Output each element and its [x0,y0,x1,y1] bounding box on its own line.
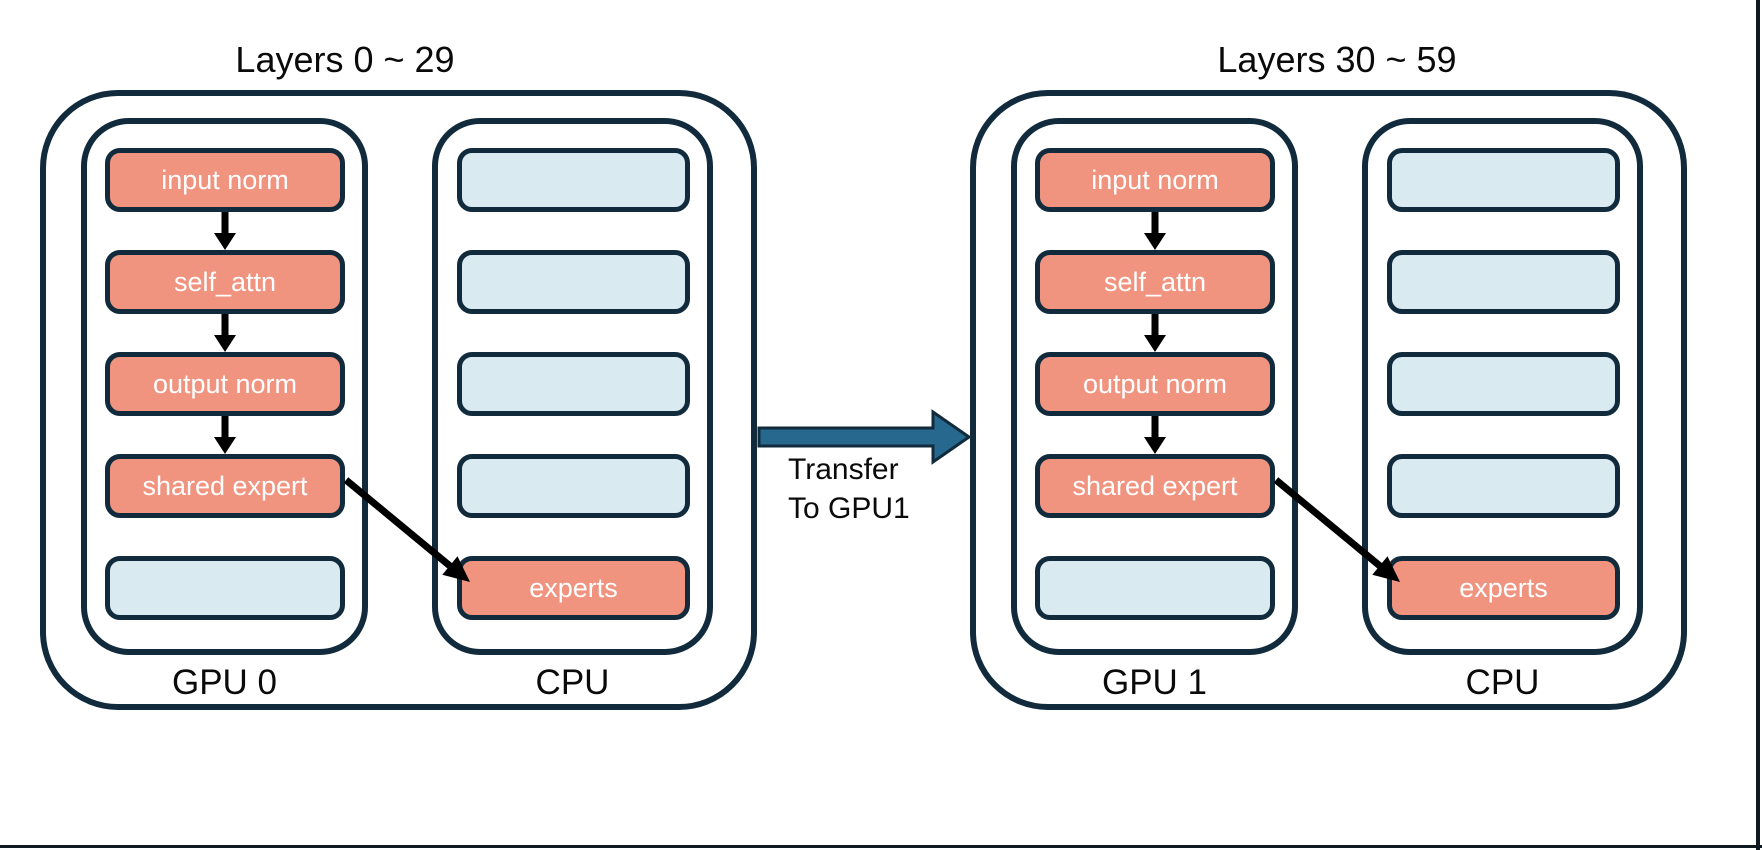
cpu-label: CPU [1465,663,1540,702]
gpu0-label: GPU 0 [171,663,278,702]
cpu-slot [457,148,690,212]
flow-arrow-icon [1144,212,1166,250]
box-label: self_attn [1103,266,1207,297]
box-self-attn: self_attn [1035,250,1275,314]
box-self-attn: self_attn [105,250,345,314]
flow-arrow-icon [1144,416,1166,454]
flow-arrow-icon [214,416,236,454]
window-edge-right [1756,0,1760,850]
box-shared-expert: shared expert [1035,454,1275,518]
box-free-slot [1035,556,1275,620]
group-title: Layers 0 ~ 29 [235,39,455,80]
box-label: shared expert [142,470,308,501]
box-label: input norm [1091,164,1219,195]
box-shared-expert: shared expert [105,454,345,518]
box-label: self_attn [173,266,277,297]
cpu-slot [1387,454,1620,518]
flow-arrow-icon [214,314,236,352]
cpu-slot [457,250,690,314]
layer-group-1: Layers 30 ~ 59 input norm self_attn outp… [970,39,1687,710]
transfer-label-line2: To GPU1 [788,492,910,525]
flow-arrow-icon [214,212,236,250]
offload-arrow-icon [343,477,470,582]
offload-arrow-icon [1273,477,1400,582]
box-input-norm: input norm [105,148,345,212]
window-edge-bottom [0,845,1762,848]
cpu-slot [457,352,690,416]
cpu-slot [1387,250,1620,314]
box-free-slot [105,556,345,620]
box-label: shared expert [1072,470,1238,501]
box-experts: experts [1387,556,1620,620]
box-label: experts [529,572,618,603]
flow-arrow-icon [1144,314,1166,352]
cpu-slot [1387,148,1620,212]
box-input-norm: input norm [1035,148,1275,212]
cpu-label: CPU [535,663,610,702]
transfer-arrow-icon [757,409,972,465]
box-label: output norm [1082,368,1228,399]
gpu1-label: GPU 1 [1101,663,1208,702]
box-label: input norm [161,164,289,195]
box-label: experts [1459,572,1548,603]
cpu-slot [457,454,690,518]
cpu-slot [1387,352,1620,416]
group-title: Layers 30 ~ 59 [1217,39,1457,80]
layer-group-0: Layers 0 ~ 29 input norm self_attn outpu… [40,39,757,710]
transfer-label-line1: Transfer [788,453,899,486]
box-output-norm: output norm [1035,352,1275,416]
box-label: output norm [152,368,298,399]
transfer-label: Transfer To GPU1 [788,450,910,528]
box-experts: experts [457,556,690,620]
box-output-norm: output norm [105,352,345,416]
